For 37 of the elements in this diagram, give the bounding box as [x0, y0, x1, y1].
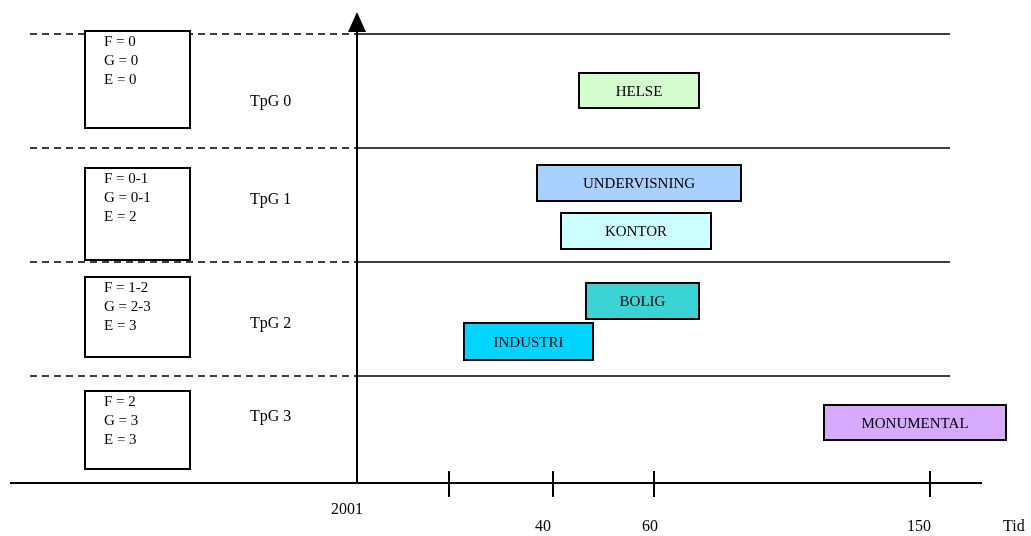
parameter-box — [84, 276, 191, 358]
building-type-bar — [823, 404, 1007, 441]
bar-label: KONTOR — [604, 222, 668, 240]
bar-label: UNDERVISNING — [582, 174, 696, 192]
parameter-text: G = 2-3 — [104, 297, 151, 316]
building-type-bar — [536, 164, 742, 202]
building-type-bar — [463, 322, 594, 361]
parameter-text: G = 3 — [104, 411, 139, 430]
axis-tick-label: 2001 — [331, 500, 363, 518]
parameter-box — [84, 30, 191, 129]
row-label: TpG 1 — [250, 190, 292, 208]
parameter-text: E = 0 — [104, 70, 137, 89]
parameter-box — [84, 167, 191, 261]
axis-tick-label: Tid — [1003, 517, 1025, 535]
axis-tick-label: 60 — [642, 517, 658, 535]
building-type-bar — [585, 282, 700, 320]
row-label: TpG 3 — [250, 407, 292, 425]
parameter-text: F = 1-2 — [104, 278, 149, 297]
parameter-box — [84, 390, 191, 470]
parameter-text: G = 0 — [104, 51, 139, 70]
building-type-bar — [560, 212, 712, 250]
parameter-text: F = 2 — [104, 392, 136, 411]
axis-tick-label: 40 — [535, 517, 551, 535]
bar-label: HELSE — [615, 81, 663, 100]
parameter-text: F = 0 — [104, 32, 136, 51]
bar-label: BOLIG — [619, 292, 666, 310]
row-label: TpG 0 — [250, 92, 292, 110]
row-label: TpG 2 — [250, 314, 292, 332]
parameter-text: F = 0-1 — [104, 169, 149, 188]
building-type-bar — [578, 72, 700, 109]
parameter-text: E = 2 — [104, 207, 137, 226]
parameter-text: E = 3 — [104, 316, 137, 335]
bar-label: INDUSTRI — [493, 332, 564, 351]
parameter-text: E = 3 — [104, 430, 137, 449]
parameter-text: G = 0-1 — [104, 188, 151, 207]
axis-tick-label: 150 — [907, 517, 931, 535]
bar-label: MONUMENTAL — [861, 413, 969, 432]
